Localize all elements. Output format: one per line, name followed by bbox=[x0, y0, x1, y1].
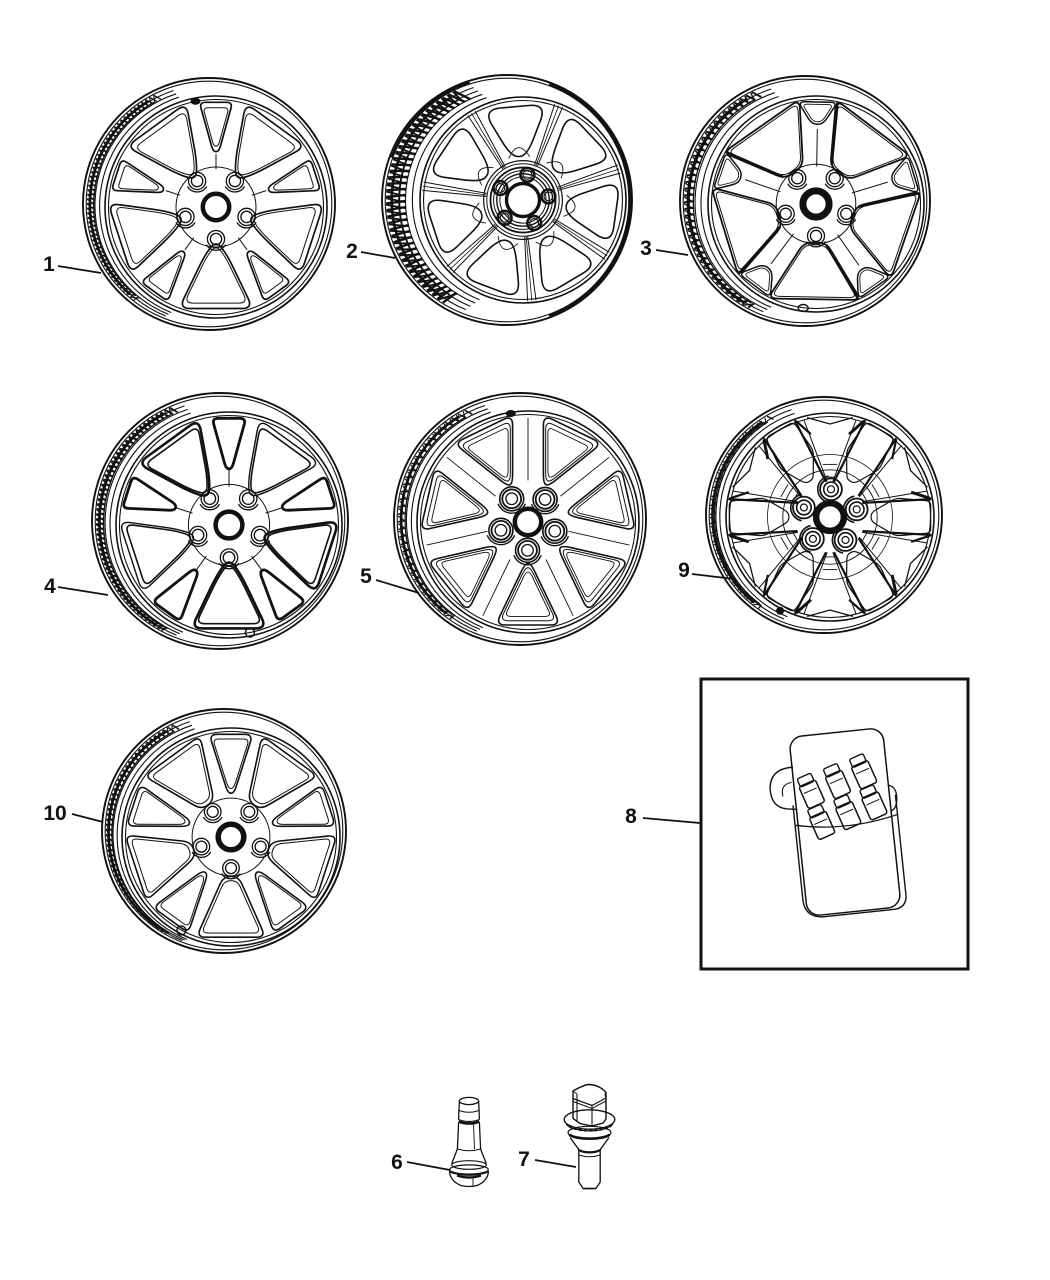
svg-text:7: 7 bbox=[518, 1148, 530, 1171]
svg-text:5: 5 bbox=[360, 565, 372, 588]
svg-text:1: 1 bbox=[43, 253, 55, 276]
svg-text:10: 10 bbox=[43, 802, 66, 825]
svg-text:9: 9 bbox=[678, 559, 690, 582]
svg-text:6: 6 bbox=[391, 1151, 403, 1174]
svg-text:3: 3 bbox=[640, 237, 652, 260]
svg-text:8: 8 bbox=[625, 805, 637, 828]
svg-text:4: 4 bbox=[44, 575, 56, 598]
svg-text:2: 2 bbox=[346, 240, 358, 263]
